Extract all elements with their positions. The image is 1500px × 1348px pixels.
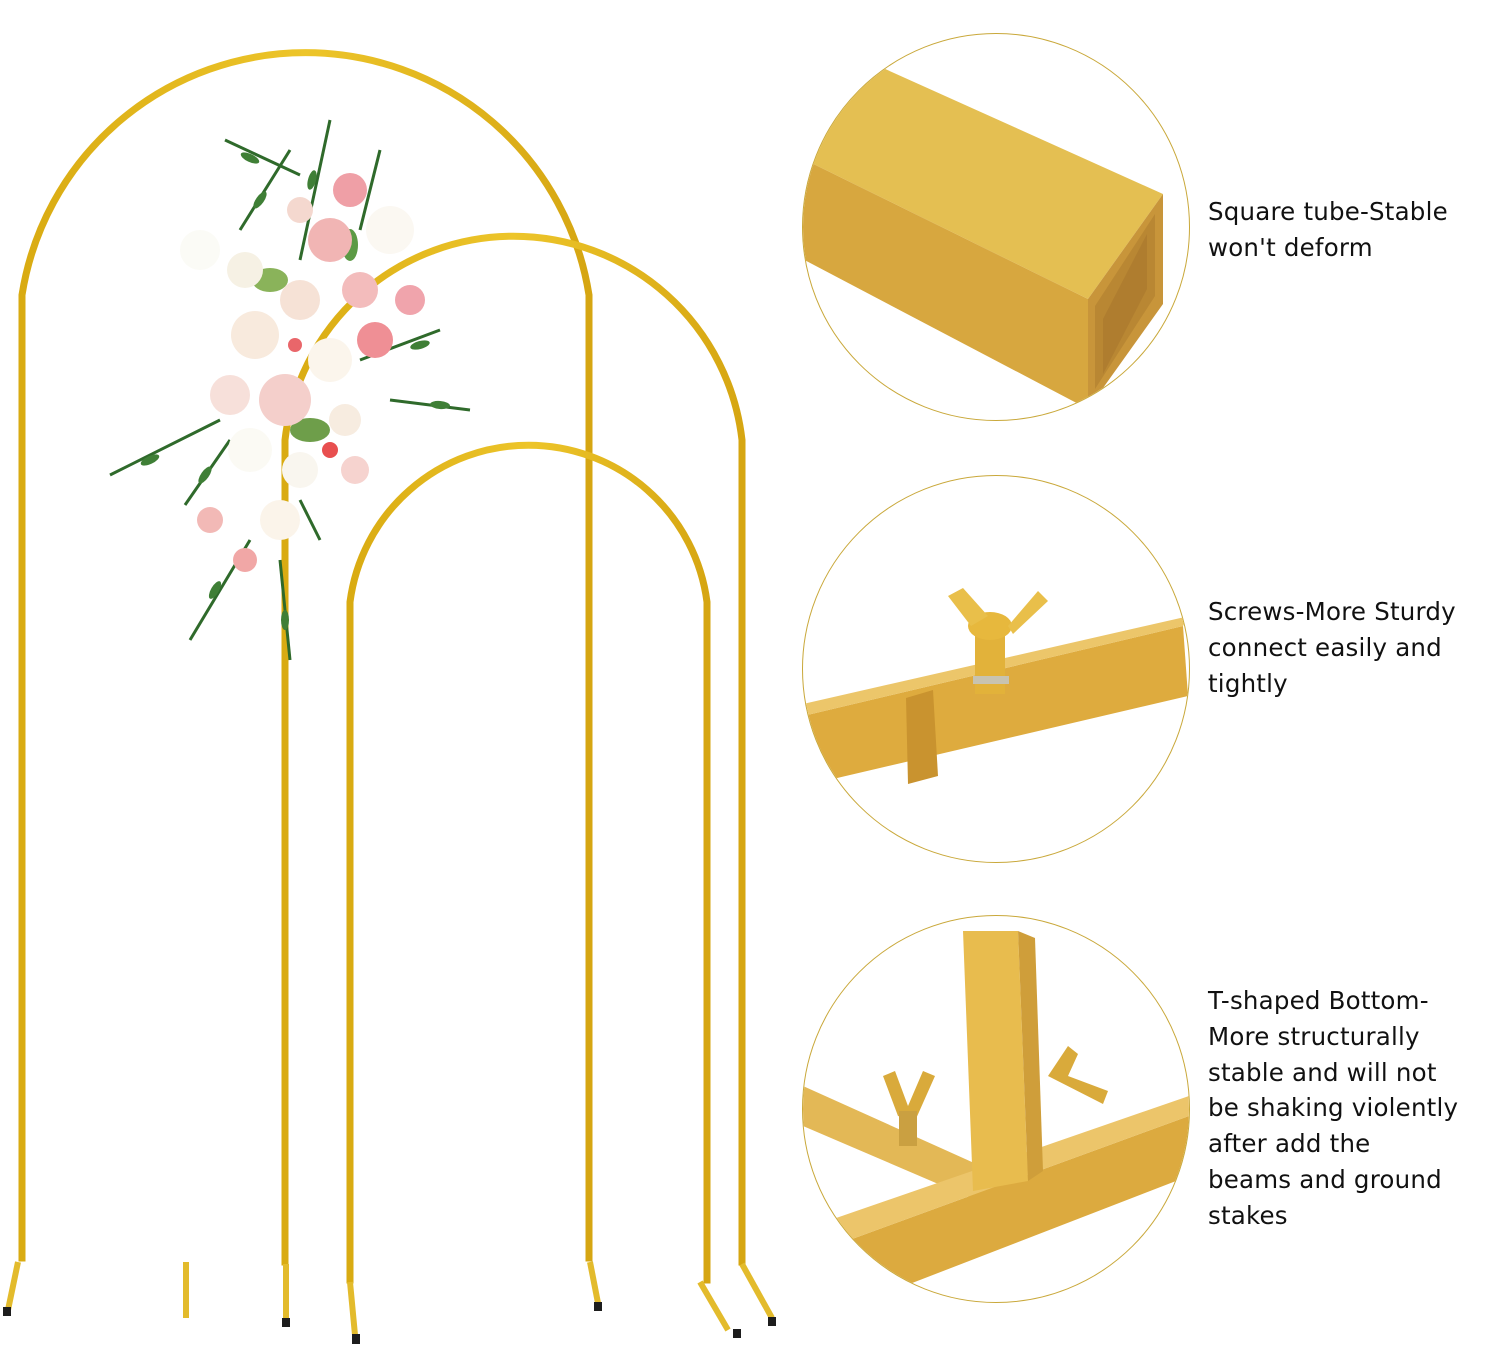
flower-arrangement <box>109 119 471 661</box>
feature-caption-t-bottom: T-shaped Bottom- More structurally stabl… <box>1208 986 1459 1230</box>
arch-frames-illustration <box>3 49 776 1344</box>
feature-caption-screws: Screws-More Sturdy connect easily and ti… <box>1208 597 1456 698</box>
t-bottom-detail <box>802 915 1190 1303</box>
feature-caption-square-tube: Square tube-Stable won't deform <box>1208 197 1448 262</box>
square-tube-detail <box>802 33 1190 421</box>
t-shaped-base-icon <box>803 931 1189 1302</box>
medium-arch <box>281 232 746 1266</box>
wing-screw-icon <box>803 588 1189 786</box>
square-tube-icon <box>803 59 1163 409</box>
screw-connector-detail <box>802 475 1190 863</box>
large-arch <box>18 49 593 1262</box>
small-arch <box>346 441 711 1284</box>
